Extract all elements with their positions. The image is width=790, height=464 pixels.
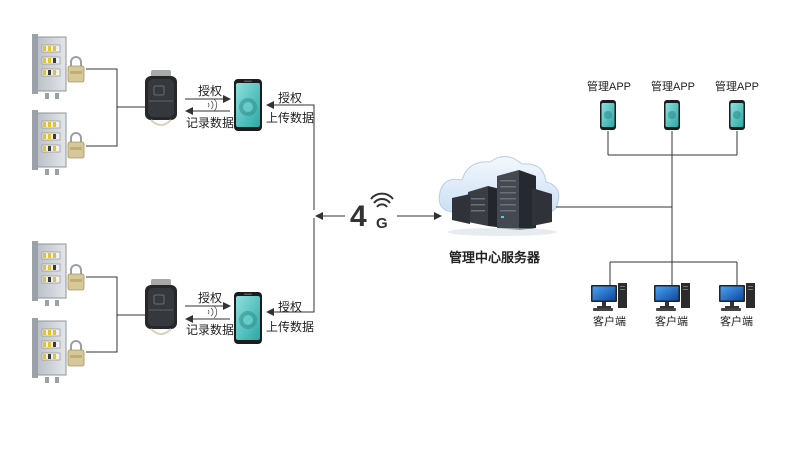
network-number: 4	[350, 200, 367, 233]
wireless-signal-icon	[207, 305, 218, 319]
smartphone-icon	[234, 79, 262, 131]
wifi-signal-icon	[370, 192, 394, 208]
wireless-signal-icon	[207, 98, 218, 112]
upload-data-label: 上传数据	[266, 320, 315, 334]
padlock-icon	[67, 56, 85, 83]
admin-app-label: 管理APP	[651, 81, 696, 93]
admin-app-label: 管理APP	[715, 81, 760, 93]
padlock-icon	[67, 340, 85, 367]
electrical-cabinet-icon	[31, 240, 67, 307]
padlock-icon	[67, 132, 85, 159]
desktop-computer-icon	[719, 283, 755, 311]
network-suffix: G	[376, 215, 388, 232]
padlock-icon	[67, 264, 85, 291]
connector-line	[86, 276, 118, 353]
network-4g-label: 4 G	[350, 198, 396, 238]
record-data-label: 记录数据	[186, 116, 235, 130]
authorize-label: 授权	[198, 291, 223, 305]
upload-arrow	[266, 101, 315, 210]
desktop-computer-icon	[591, 283, 627, 311]
upload-data-label: 上传数据	[266, 111, 315, 125]
connector-line	[86, 68, 118, 147]
smart-lock-reader-icon	[144, 278, 178, 335]
electrical-cabinet-icon	[31, 109, 67, 176]
authorize-label: 授权	[278, 300, 303, 314]
authorize-label: 授权	[198, 84, 223, 98]
smartphone-icon	[664, 100, 680, 130]
client-label: 客户端	[655, 316, 688, 328]
authorize-label: 授权	[278, 91, 303, 105]
desktop-computer-icon	[654, 283, 690, 311]
smart-lock-reader-icon	[144, 69, 178, 126]
upload-arrow	[266, 218, 315, 316]
electrical-cabinet-icon	[31, 317, 67, 384]
client-label: 客户端	[593, 316, 626, 328]
smartphone-icon	[600, 100, 616, 130]
smartphone-icon	[234, 292, 262, 344]
electrical-cabinet-icon	[31, 33, 67, 100]
admin-app-label: 管理APP	[587, 81, 632, 93]
record-data-label: 记录数据	[186, 323, 235, 337]
cloud-server-icon	[438, 156, 560, 236]
server-label: 管理中心服务器	[449, 250, 541, 265]
smartphone-icon	[729, 100, 745, 130]
client-label: 客户端	[720, 316, 753, 328]
